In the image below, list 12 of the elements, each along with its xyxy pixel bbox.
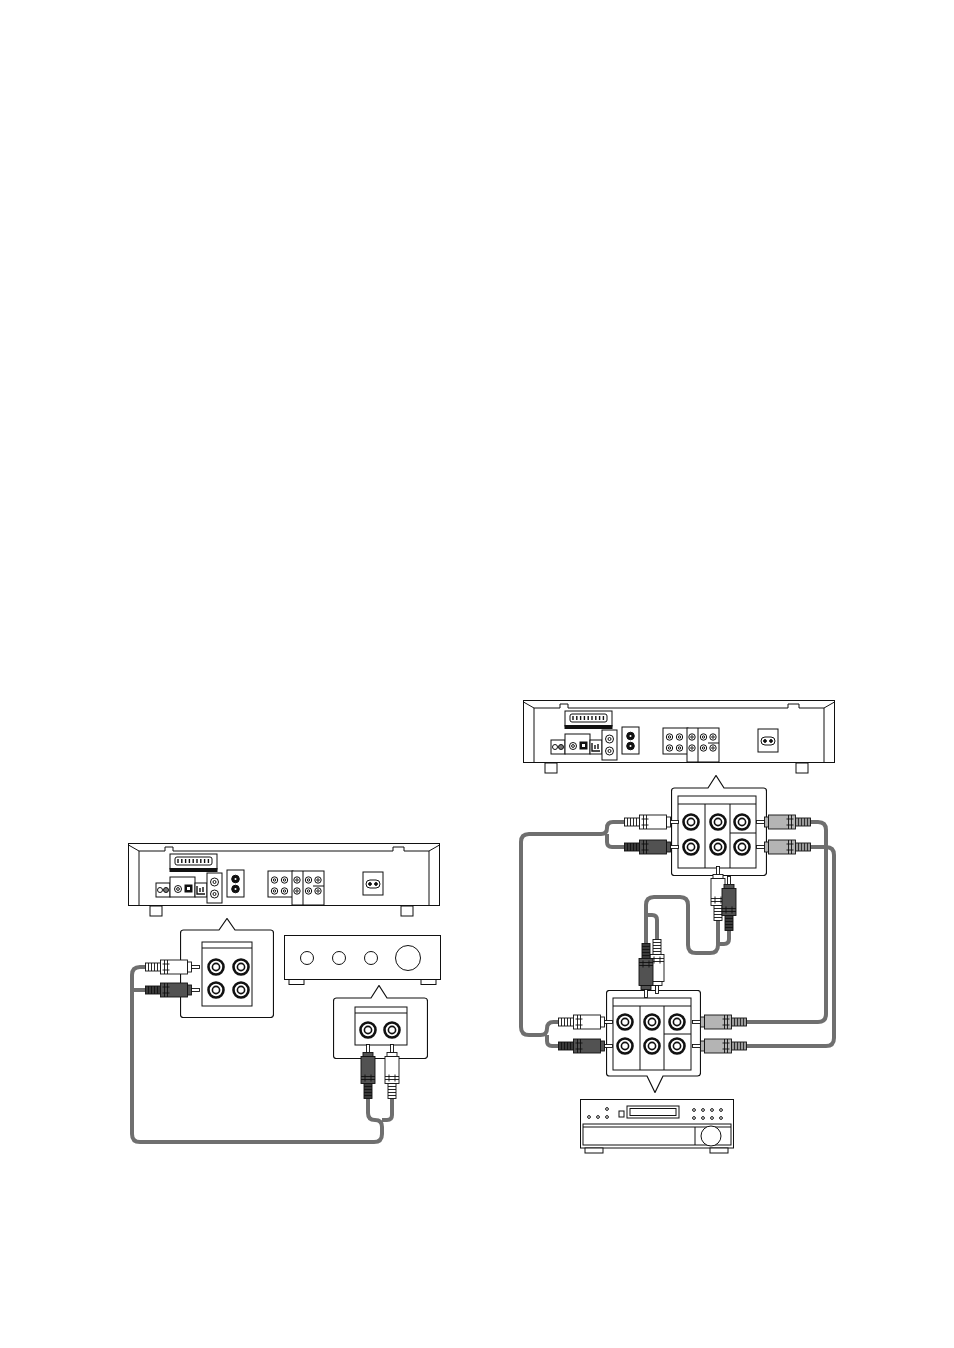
audio-cable bbox=[130, 959, 400, 1144]
jack-panel-callout bbox=[180, 918, 274, 1018]
player-rear-panel bbox=[128, 843, 440, 917]
amplifier bbox=[284, 935, 441, 985]
av-receiver bbox=[580, 1099, 734, 1154]
audio-cable bbox=[692, 814, 828, 1030]
audio-cable bbox=[638, 866, 737, 998]
jack-panel-callout bbox=[333, 985, 428, 1059]
jack-panel-callout bbox=[671, 775, 767, 876]
audio-cable bbox=[692, 839, 836, 1054]
player-rear-panel bbox=[523, 700, 835, 774]
jack-panel-callout bbox=[606, 990, 701, 1093]
